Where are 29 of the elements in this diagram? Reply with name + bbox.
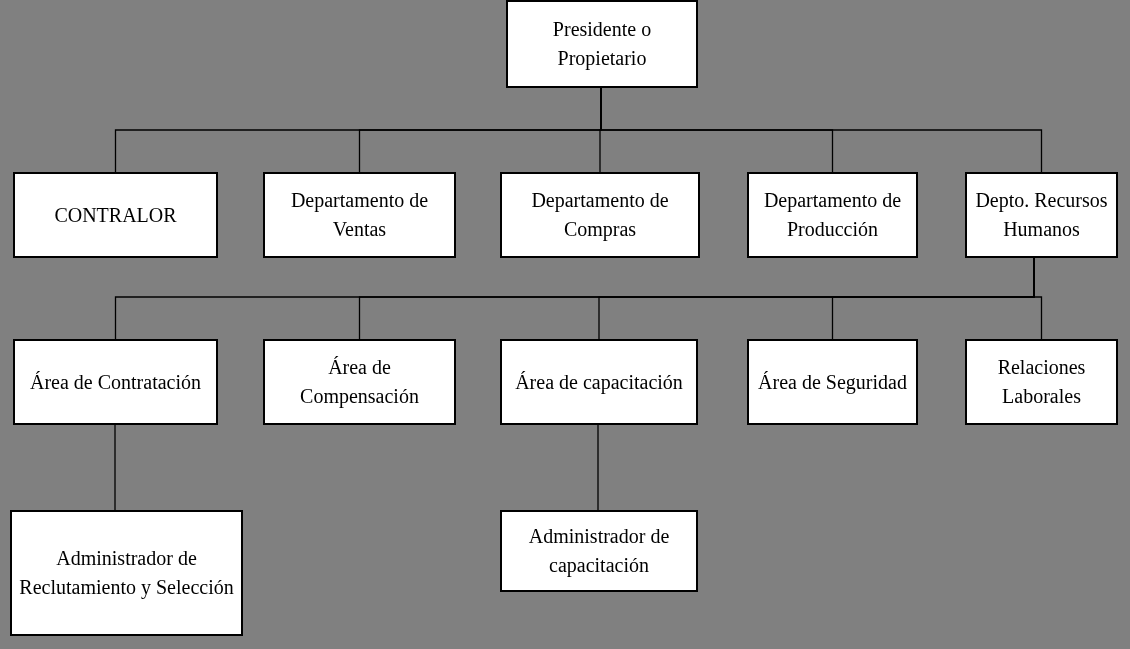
box-label: Presidente o Propietario [551,17,653,72]
org-box [500,172,700,258]
org-box [500,339,698,425]
org-box [263,339,456,425]
box-label: Departamento de Ventas [289,188,430,242]
box-label: Área de Seguridad [758,369,907,396]
connector-line [1033,257,1043,340]
org-box [500,510,698,592]
org-box [13,339,218,425]
box-label: Relaciones Laborales [996,355,1087,409]
org-box [965,339,1118,425]
org-box [13,172,218,258]
box-label: Administrador de Reclutamiento y Selección [18,546,235,601]
org-box [10,510,243,636]
box-label: Depto. Recursos Humanos [974,188,1109,242]
org-box [263,172,456,258]
box-label: Área de capacitación [515,369,683,396]
connector-line [597,424,599,511]
connector-line [114,424,116,511]
org-box [965,172,1118,258]
box-label: Departamento de Producción [762,188,903,242]
box-label: Administrador de capacitación [527,524,671,579]
org-box [747,172,918,258]
box-label: Departamento de Compras [530,188,670,243]
org-box [747,339,918,425]
org-box [506,0,698,88]
box-label: CONTRALOR [54,202,177,228]
box-label: Área de Contratación [29,369,201,395]
box-label: Área de Compensación [299,355,420,410]
